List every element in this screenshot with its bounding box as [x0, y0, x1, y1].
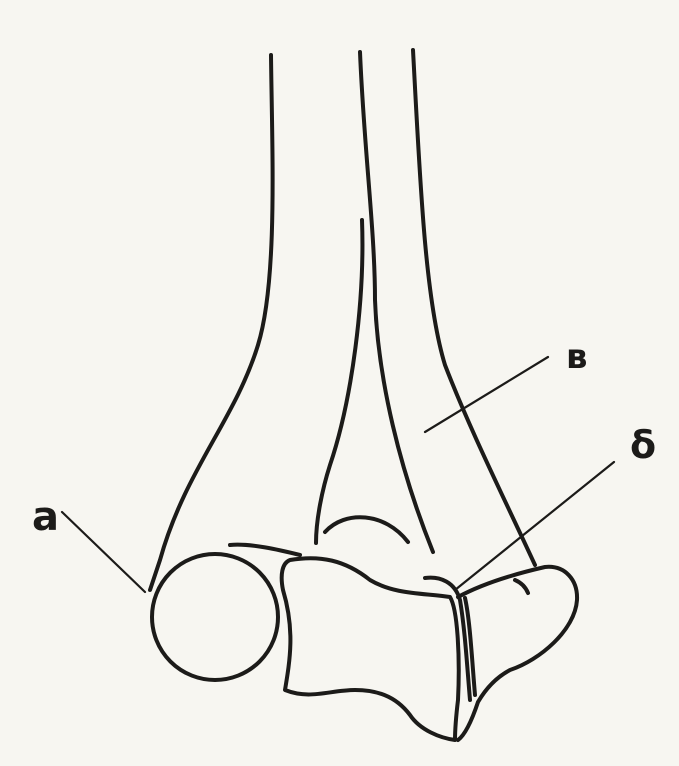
upper-rim-line — [230, 545, 300, 555]
leader-line-a — [62, 512, 145, 592]
shaft-left-outline — [150, 55, 273, 590]
leader-line-b — [425, 357, 548, 432]
fossa-arc — [325, 517, 408, 542]
label-a: a — [32, 494, 59, 540]
label-c: δ — [630, 423, 656, 467]
trochlea-ridge-arc — [515, 580, 528, 593]
shaft-middle-line — [360, 52, 433, 552]
shaft-right-outline — [413, 50, 535, 565]
capitulum-circle — [152, 554, 278, 680]
medial-epicondyle-outline — [458, 567, 577, 740]
trochlea-outline — [282, 558, 459, 740]
fossa-outline — [316, 220, 362, 543]
label-b: в — [566, 337, 588, 377]
